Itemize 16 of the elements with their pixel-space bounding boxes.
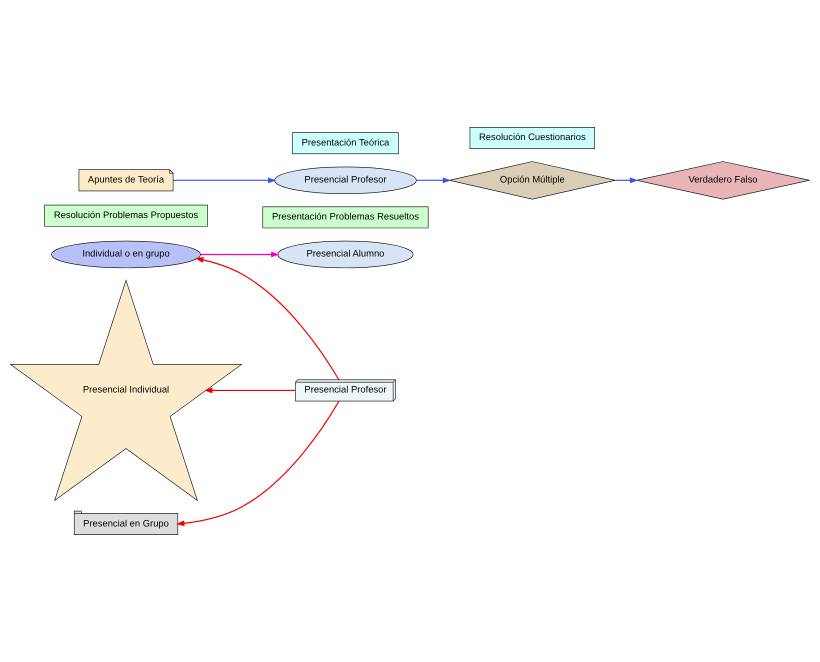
node-ellipse: Individual o en grupo [51, 240, 201, 268]
arrow [195, 257, 340, 380]
node-box: Presentación Teórica [292, 132, 399, 154]
node-box: Presentación Problemas Resueltos [262, 206, 428, 228]
node-box: Resolución Problemas Propuestos [44, 204, 208, 227]
node-box: Resolución Cuestionarios [470, 127, 596, 149]
arrow [200, 252, 280, 258]
node-diamond: Verdadero Falso [636, 161, 810, 200]
node-ellipse: Presencial Alumno [277, 240, 414, 268]
arrow [204, 388, 296, 394]
node-diamond: Opción Múltiple [449, 161, 616, 200]
node-ellipse: Presencial Profesor [274, 166, 417, 194]
arrow [416, 177, 452, 184]
arrow [616, 177, 638, 184]
arrow [176, 400, 340, 526]
arrow [173, 177, 276, 184]
